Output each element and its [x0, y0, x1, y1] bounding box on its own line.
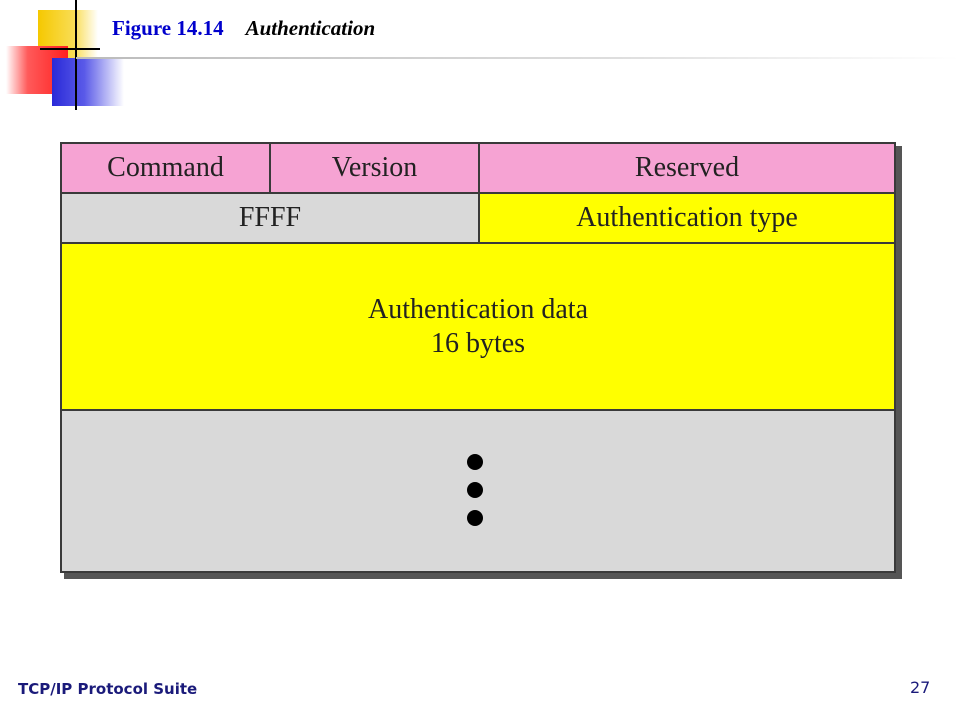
decorative-horizontal-line: [40, 48, 100, 50]
field-command: Command: [62, 144, 271, 194]
field-authentication-type: Authentication type: [480, 194, 894, 244]
ellipsis-dot: [467, 482, 483, 498]
page-number: 27: [910, 678, 931, 697]
field-version: Version: [271, 144, 480, 194]
field-ffff: FFFF: [62, 194, 480, 244]
continuation-dots: [467, 454, 487, 538]
footer-title: TCP/IP Protocol Suite: [18, 680, 198, 698]
packet-format-diagram: Command Version Reserved FFFF Authentica…: [60, 142, 896, 573]
authentication-data-size: 16 bytes: [430, 327, 526, 359]
figure-title: Figure 14.14 Authentication: [112, 16, 375, 41]
decorative-blue-block: [52, 58, 124, 106]
ellipsis-dot: [467, 510, 483, 526]
ellipsis-dot: [467, 454, 483, 470]
title-rule: [76, 57, 960, 59]
authentication-data-label: Authentication data: [367, 293, 589, 325]
field-reserved: Reserved: [480, 144, 894, 194]
figure-name: Authentication: [245, 16, 376, 40]
figure-number: Figure 14.14: [112, 16, 224, 40]
decorative-vertical-line: [75, 0, 77, 110]
field-authentication-data: Authentication data 16 bytes: [62, 244, 894, 411]
